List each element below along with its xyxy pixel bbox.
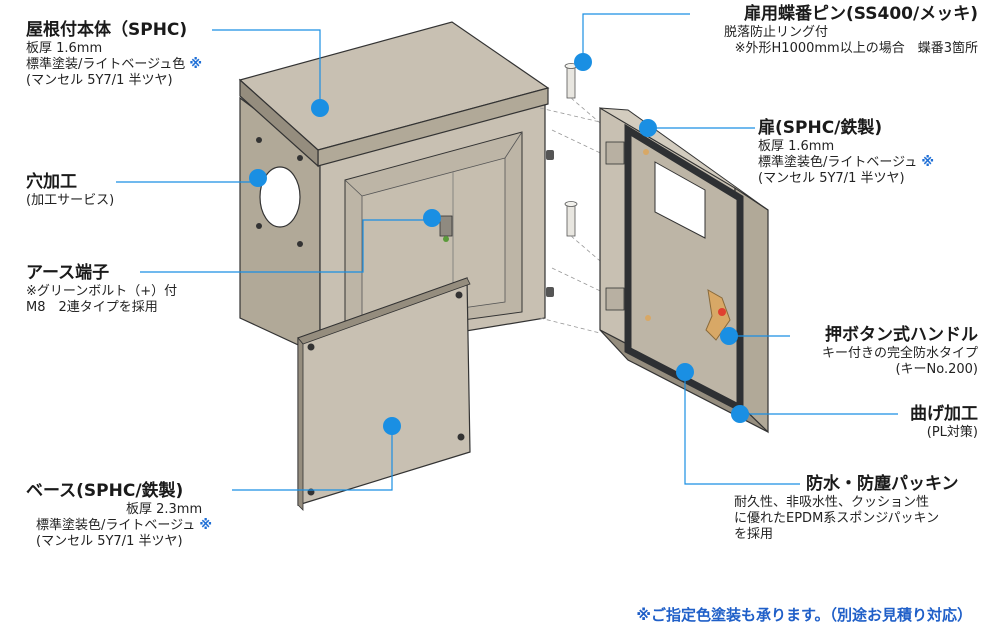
handle-title: 押ボタン式ハンドル xyxy=(825,325,978,345)
door-title: 扉(SPHC/鉄製) xyxy=(758,118,883,138)
pin-title: 扉用蝶番ピン(SS400/メッキ) xyxy=(744,4,978,24)
dot-bend xyxy=(731,405,749,423)
roof-line-3: (マンセル 5Y7/1 半ツヤ) xyxy=(26,73,173,88)
roof-title: 屋根付本体（SPHC) xyxy=(26,20,188,40)
roof-line-1: 板厚 1.6mm xyxy=(26,41,103,56)
base-line-1: 板厚 2.3mm xyxy=(126,502,203,517)
hinge-pin-bottom xyxy=(564,201,578,237)
dot-pin xyxy=(574,53,592,71)
base-line-3: (マンセル 5Y7/1 半ツヤ) xyxy=(36,534,183,549)
dot-hole xyxy=(249,169,267,187)
footer-note: ※ご指定色塗装も承ります。（別途お見積り対応） xyxy=(636,606,972,624)
cabinet-inner-back xyxy=(361,157,506,323)
label-packing: 防水・防塵パッキン 耐久性、非吸水性、クッション性 に優れたEPDM系スポンジパ… xyxy=(734,474,959,543)
label-handle: 押ボタン式ハンドル キー付きの完全防水タイプ (キーNo.200) xyxy=(822,325,978,378)
cabinet-roof-left-lip xyxy=(239,78,319,168)
dot-packing xyxy=(676,363,694,381)
pin-line-2: ※外形H1000mm以上の場合 蝶番3箇所 xyxy=(734,41,978,56)
roof-mark: ※ xyxy=(189,57,202,72)
label-door: 扉(SPHC/鉄製) 板厚 1.6mm 標準塗装色/ライトベージュ ※ (マンセ… xyxy=(758,118,934,187)
base-mark: ※ xyxy=(199,518,212,533)
pin-line-1: 脱落防止リング付 xyxy=(723,25,828,40)
earth-line-1: ※グリーンボルト（+）付 xyxy=(26,284,178,299)
label-earth: アース端子 ※グリーンボルト（+）付 M8 2連タイプを採用 xyxy=(26,263,177,316)
callout-dots xyxy=(249,53,749,435)
label-bend: 曲げ加工 (PL対策) xyxy=(910,404,978,441)
base-line-2: 標準塗装色/ライトベージュ xyxy=(36,518,196,533)
bend-line-1: (PL対策) xyxy=(926,425,978,440)
door-line-2: 標準塗装色/ライトベージュ xyxy=(758,155,918,170)
earth-terminal xyxy=(439,215,453,242)
door-line-3: (マンセル 5Y7/1 半ツヤ) xyxy=(758,171,905,186)
door-line-1: 板厚 1.6mm xyxy=(758,139,835,154)
label-hole: 穴加工 (加工サービス) xyxy=(26,172,114,209)
bend-title: 曲げ加工 xyxy=(910,404,978,424)
push-button-handle xyxy=(705,289,731,341)
roof-line-2: 標準塗装/ライトベージュ色 xyxy=(26,57,186,72)
handle-line-2: (キーNo.200) xyxy=(895,362,978,377)
packing-line-1: 耐久性、非吸水性、クッション性 xyxy=(734,495,930,510)
hole-line-1: (加工サービス) xyxy=(26,193,115,208)
door-window xyxy=(654,161,706,239)
base-title: ベース(SPHC/鉄製) xyxy=(26,481,184,501)
door-mark: ※ xyxy=(921,155,934,170)
packing-line-2: に優れたEPDM系スポンジパッキン xyxy=(734,511,940,526)
hinge-pin-top xyxy=(564,63,578,99)
label-base: ベース(SPHC/鉄製) 板厚 2.3mm 標準塗装色/ライトベージュ ※ (マ… xyxy=(26,481,212,550)
earth-title: アース端子 xyxy=(26,263,110,283)
hole-title: 穴加工 xyxy=(26,172,77,192)
dot-earth xyxy=(423,209,441,227)
dot-roof xyxy=(311,99,329,117)
dot-handle xyxy=(720,327,738,345)
packing-line-3: を採用 xyxy=(734,527,774,542)
label-roof: 屋根付本体（SPHC) 板厚 1.6mm 標準塗装/ライトベージュ色 ※ (マン… xyxy=(26,20,202,89)
dot-base xyxy=(383,417,401,435)
earth-line-2: M8 2連タイプを採用 xyxy=(26,300,158,315)
side-knockout-hole xyxy=(259,166,301,228)
dot-door xyxy=(639,119,657,137)
leader-lines xyxy=(116,13,898,491)
packing-title: 防水・防塵パッキン xyxy=(806,474,959,494)
handle-line-1: キー付きの完全防水タイプ xyxy=(821,346,978,361)
label-pin: 扉用蝶番ピン(SS400/メッキ) 脱落防止リング付 ※外形H1000mm以上の… xyxy=(724,4,978,57)
